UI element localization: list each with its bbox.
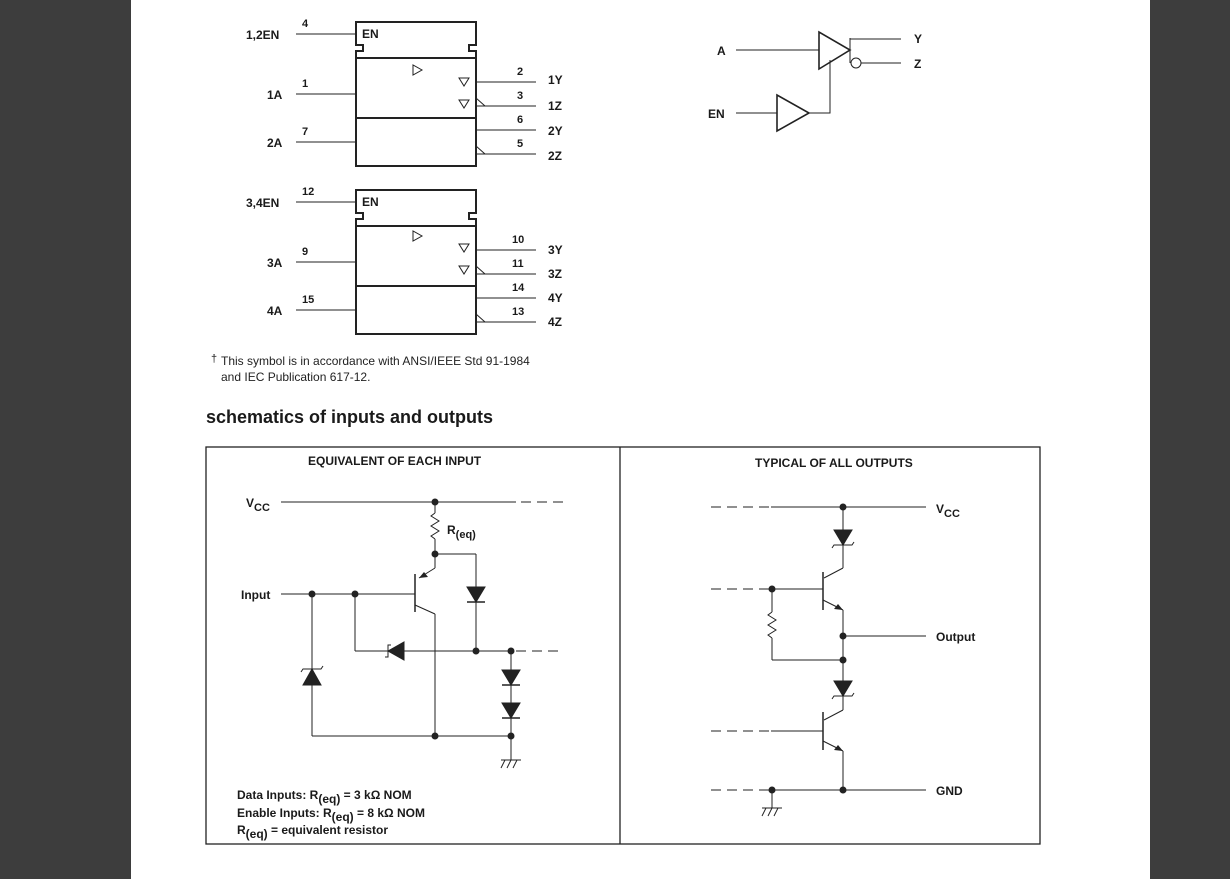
diode-icon: [501, 669, 521, 686]
gnd-label: GND: [936, 784, 963, 798]
output-schematic: TYPICAL OF ALL OUTPUTS VCC Output: [711, 456, 975, 817]
logic-output-y: Y: [914, 32, 922, 46]
pin-label-3y: 3Y: [548, 243, 563, 257]
pin-number: 3: [517, 90, 523, 102]
pin-label-2a: 2A: [267, 136, 283, 150]
diode-icon: [501, 702, 521, 719]
logic-symbol-block-2: EN 3,4EN 12 3A 9 4A 15 10 3Y 11 3Z 14 4Y…: [246, 186, 563, 335]
req-label: R(eq): [447, 523, 476, 541]
input-label: Input: [241, 588, 270, 602]
pin-label-1z: 1Z: [548, 99, 562, 113]
pin-number: 10: [512, 234, 524, 246]
resistor-icon: [767, 611, 777, 639]
buffer-symbol-icon: [412, 230, 424, 242]
diode-icon: [833, 680, 853, 697]
inverter-bubble-icon: [850, 57, 862, 69]
enable-box-label: EN: [362, 27, 379, 41]
output-schematic-title: TYPICAL OF ALL OUTPUTS: [755, 456, 913, 470]
logic-input-a: A: [717, 44, 726, 58]
pin-number: 4: [302, 18, 309, 30]
pin-label-1-2en: 1,2EN: [246, 28, 279, 42]
pin-number: 2: [517, 66, 523, 78]
pin-number: 13: [512, 306, 524, 318]
enable-buffer-icon: [776, 93, 811, 133]
pin-number: 6: [517, 114, 523, 126]
pin-label-4z: 4Z: [548, 315, 562, 329]
pin-label-4a: 4A: [267, 304, 283, 318]
pin-label-2y: 2Y: [548, 124, 563, 138]
resistor-req-icon: [430, 512, 440, 540]
pin-number: 5: [517, 138, 523, 150]
section-heading: schematics of inputs and outputs: [206, 407, 494, 427]
vcc-label: VCC: [936, 502, 960, 520]
pin-number: 9: [302, 246, 308, 258]
schematics-frame: [205, 446, 1041, 845]
footnote-line-2: and IEC Publication 617-12.: [221, 370, 371, 384]
pin-number: 11: [512, 258, 524, 270]
logic-output-z: Z: [914, 57, 921, 71]
pin-number: 15: [302, 294, 314, 306]
three-state-output-icon: [458, 77, 470, 87]
footnote: † This symbol is in accordance with ANSI…: [211, 353, 530, 385]
pin-label-1a: 1A: [267, 88, 283, 102]
diode-icon: [466, 586, 486, 603]
output-buffer-icon: [818, 30, 852, 71]
pin-label-3z: 3Z: [548, 267, 562, 281]
footnote-line-1: This symbol is in accordance with ANSI/I…: [221, 354, 530, 368]
pin-label-3-4en: 3,4EN: [246, 196, 279, 210]
input-schematic: EQUIVALENT OF EACH INPUT VCC R(eq) Input: [237, 454, 563, 841]
three-state-output-icon: [458, 265, 470, 275]
pin-label-1y: 1Y: [548, 73, 563, 87]
pin-number: 7: [302, 126, 308, 138]
note-enable-inputs: Enable Inputs: R(eq) = 8 kΩ NOM: [237, 806, 425, 824]
diode-icon: [833, 529, 853, 546]
buffer-symbol-icon: [412, 64, 424, 76]
logic-input-en: EN: [708, 107, 725, 121]
logic-symbol-block-1: EN 1,2EN 4 1A 1 2A 7 2 1Y 3 1Z 6 2Y 5 2Z: [246, 18, 563, 167]
schematic-canvas: EN 1,2EN 4 1A 1 2A 7 2 1Y 3 1Z 6 2Y 5 2Z: [205, 18, 1041, 845]
footnote-dagger: †: [211, 353, 218, 365]
diode-icon: [302, 667, 322, 686]
pin-label-2z: 2Z: [548, 149, 562, 163]
pin-label-3a: 3A: [267, 256, 283, 270]
note-req-definition: R(eq) = equivalent resistor: [237, 823, 388, 841]
pin-number: 14: [512, 282, 525, 294]
three-state-output-icon: [458, 243, 470, 253]
vcc-label: VCC: [246, 496, 270, 514]
pin-number: 12: [302, 186, 314, 198]
input-schematic-title: EQUIVALENT OF EACH INPUT: [308, 454, 482, 468]
output-label: Output: [936, 630, 975, 644]
three-state-output-icon: [458, 99, 470, 109]
pin-number: 1: [302, 78, 308, 90]
enable-box-label: EN: [362, 195, 379, 209]
note-data-inputs: Data Inputs: R(eq) = 3 kΩ NOM: [237, 788, 412, 806]
pin-label-4y: 4Y: [548, 291, 563, 305]
logic-diagram: A Y Z EN: [708, 30, 922, 133]
datasheet-page: EN 1,2EN 4 1A 1 2A 7 2 1Y 3 1Z 6 2Y 5 2Z: [131, 0, 1150, 879]
